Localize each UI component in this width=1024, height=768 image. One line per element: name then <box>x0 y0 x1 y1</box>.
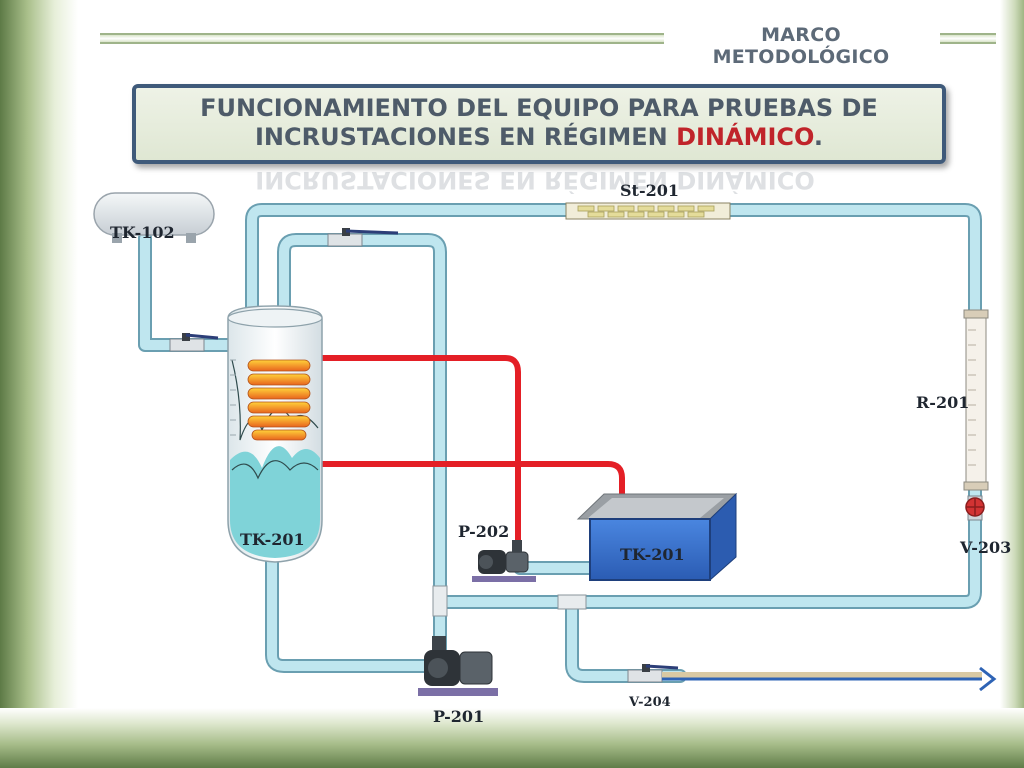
heating-line-lower <box>322 461 625 505</box>
pump-p201 <box>418 636 498 696</box>
label-r201: R-201 <box>916 393 970 412</box>
left-frame-border <box>0 0 78 768</box>
label-v204: V-204 <box>629 695 671 710</box>
valve-tk102 <box>169 333 219 352</box>
slide-title-period: . <box>813 123 824 151</box>
tee-fitting-right <box>557 594 587 610</box>
section-title: MARCO METODOLÓGICO <box>712 24 890 68</box>
valve-v203 <box>965 495 985 521</box>
slide-title-line2: INCRUSTACIONES EN RÉGIMEN <box>254 123 677 151</box>
slide-title-banner: FUNCIONAMIENTO DEL EQUIPO PARA PRUEBAS D… <box>132 84 946 164</box>
pipe-vessel-to-st201 <box>245 203 982 319</box>
header-rule-left <box>100 33 664 44</box>
pipe-v204-drain <box>565 595 687 683</box>
pipe-vessel-bottom-to-p201 <box>265 553 437 673</box>
strainer-st201 <box>565 202 731 220</box>
tank-tk102 <box>93 192 215 243</box>
label-tk201-vessel: TK-201 <box>240 530 305 549</box>
slide-title: FUNCIONAMIENTO DEL EQUIPO PARA PRUEBAS D… <box>136 88 942 152</box>
pump-p202 <box>472 540 536 582</box>
slide-title-line1: FUNCIONAMIENTO DEL EQUIPO PARA PRUEBAS D… <box>200 94 878 122</box>
label-p201: P-201 <box>433 707 485 726</box>
bath-tk201 <box>576 492 738 582</box>
outlet-arrow <box>662 666 997 692</box>
tee-fitting-left <box>432 585 448 617</box>
rotameter-r201 <box>963 309 989 491</box>
vessel-tk201 <box>227 305 323 563</box>
heating-line-upper <box>300 355 521 540</box>
bottom-frame-border <box>0 708 1024 768</box>
slide-title-highlight: DINÁMICO <box>676 123 814 151</box>
valve-top-line <box>327 228 399 247</box>
right-frame-border <box>1000 0 1024 768</box>
label-v203: V-203 <box>960 538 1012 557</box>
heating-lines <box>300 355 625 540</box>
label-st201: St-201 <box>620 181 679 200</box>
label-tk102: TK-102 <box>110 223 175 242</box>
label-tk201-bath: TK-201 <box>620 545 685 564</box>
heating-coil <box>247 359 311 441</box>
pipe-tk102-feed <box>138 231 235 352</box>
header-rule-right <box>940 33 996 44</box>
label-p202: P-202 <box>458 522 510 541</box>
